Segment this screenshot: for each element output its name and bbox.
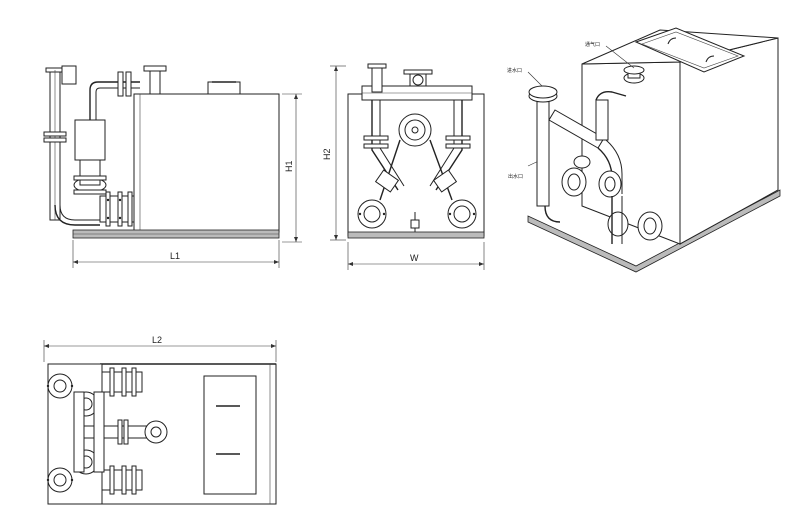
front-tank-body [133,93,280,233]
front-dimensions [72,93,302,268]
dim-label-h1: H1 [284,160,294,172]
top-view [46,363,277,505]
callout-vent: 通气口 [585,41,600,48]
iso-tank-front [581,61,681,245]
iso-manhole [634,27,746,73]
callout-inlet: 进水口 [507,67,522,74]
dim-label-l1: L1 [170,251,180,261]
front-lid-handle [207,81,241,95]
iso-tank-right [679,37,779,245]
top-dimensions [43,340,277,362]
iso-base [527,189,781,273]
top-manhole [203,375,257,495]
dim-label-w: W [410,253,419,263]
side-view [347,63,485,239]
front-pump [74,119,106,161]
dim-label-h2: H2 [322,148,332,160]
callout-outlet: 出水口 [508,173,523,180]
isometric-view [527,27,781,273]
dim-label-l2: L2 [152,335,162,345]
side-dimensions [330,65,485,270]
front-view [43,65,280,239]
